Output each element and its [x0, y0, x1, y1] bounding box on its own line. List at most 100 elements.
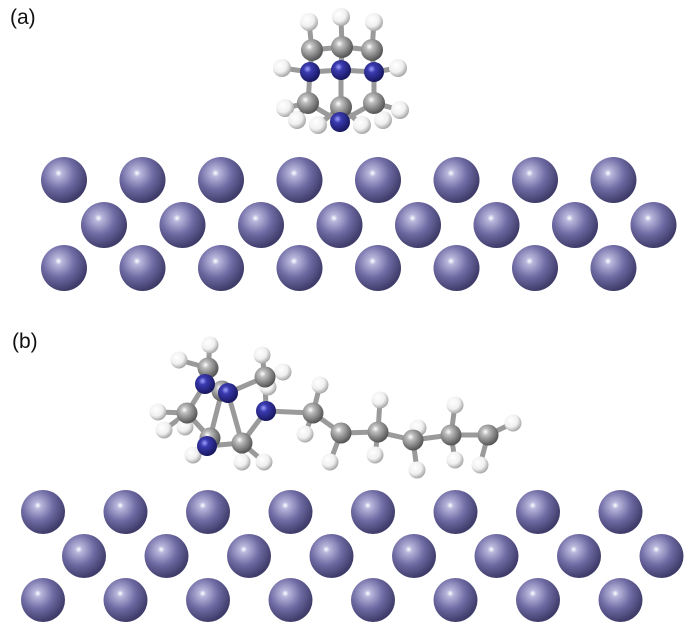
nitrogen-atom: [300, 62, 320, 82]
hydrogen-atom: [233, 453, 251, 471]
hydrogen-atom: [371, 391, 389, 409]
substrate-atom: [557, 534, 601, 578]
substrate-atom: [238, 202, 284, 248]
carbon-atom: [477, 424, 499, 446]
molecule-b: [149, 336, 522, 479]
carbon-atom: [331, 36, 353, 58]
nitrogen-atom: [256, 401, 276, 421]
hydrogen-atom: [170, 351, 188, 369]
substrate-atom: [198, 157, 244, 203]
carbon-atom: [176, 402, 198, 424]
hydrogen-atom: [311, 376, 329, 394]
substrate-atom: [186, 490, 230, 534]
substrate-atom: [516, 578, 560, 622]
substrate-atom: [630, 202, 677, 248]
substrate-atom: [41, 157, 87, 203]
hydrogen-atom: [391, 101, 409, 119]
substrate-slab-b: [21, 490, 684, 622]
hydrogen-atom: [276, 99, 294, 117]
hydrogen-atom: [288, 111, 306, 129]
substrate-atom: [512, 157, 558, 203]
hydrogen-atom: [321, 453, 339, 471]
substrate-atom: [276, 245, 323, 291]
hydrogen-atom: [504, 414, 522, 432]
hydrogen-atom: [471, 456, 489, 474]
substrate-atom: [268, 578, 313, 622]
substrate-atom: [81, 202, 127, 248]
nitrogen-atom: [197, 436, 217, 456]
panel-label-a: (a): [10, 6, 36, 29]
substrate-atom: [276, 157, 323, 203]
substrate-atom: [103, 490, 148, 534]
hydrogen-atom: [408, 461, 426, 479]
nitrogen-atom: [195, 374, 215, 394]
substrate-atom: [119, 157, 166, 203]
carbon-atom: [330, 422, 352, 444]
hydrogen-atom: [255, 453, 273, 471]
hydrogen-atom: [366, 446, 384, 464]
substrate-atom: [355, 245, 401, 291]
nitrogen-atom: [364, 62, 384, 82]
hydrogen-atom: [300, 13, 318, 31]
nitrogen-atom: [331, 60, 351, 80]
hydrogen-atom: [201, 336, 219, 354]
hydrogen-atom: [309, 116, 327, 134]
hydrogen-atom: [274, 363, 292, 381]
substrate-atom: [473, 202, 520, 248]
hydrogen-atom: [253, 346, 271, 364]
substrate-atom: [62, 534, 106, 578]
hydrogen-atom: [446, 451, 464, 469]
carbon-atom: [301, 39, 323, 61]
hydrogen-atom: [374, 111, 392, 129]
substrate-atom: [351, 490, 395, 534]
substrate-atom: [433, 578, 478, 622]
hydrogen-atom: [389, 59, 407, 77]
hydrogen-atom: [149, 403, 167, 421]
substrate-atom: [309, 534, 354, 578]
substrate-atom: [316, 202, 363, 248]
nitrogen-atom: [218, 383, 238, 403]
substrate-atom: [512, 245, 558, 291]
substrate-atom: [639, 534, 684, 578]
carbon-atom: [402, 429, 424, 451]
substrate-atom: [395, 202, 441, 248]
substrate-atom: [552, 202, 598, 248]
substrate-atom: [433, 490, 478, 534]
substrate-atom: [119, 245, 166, 291]
substrate-atom: [598, 490, 643, 534]
substrate-atom: [41, 245, 87, 291]
substrate-atom: [392, 534, 436, 578]
hydrogen-atom: [296, 425, 314, 443]
hydrogen-atom: [353, 116, 371, 134]
substrate-atom: [433, 245, 480, 291]
carbon-atom: [197, 357, 219, 379]
molecule-a: [273, 8, 409, 134]
panel-label-b: (b): [12, 330, 38, 353]
substrate-atom: [268, 490, 313, 534]
substrate-atom: [598, 578, 643, 622]
substrate-atom: [159, 202, 206, 248]
substrate-atom: [21, 490, 65, 534]
substrate-atom: [590, 157, 637, 203]
substrate-atom: [186, 578, 230, 622]
substrate-atom: [355, 157, 401, 203]
substrate-atom: [103, 578, 148, 622]
hydrogen-atom: [365, 13, 383, 31]
substrate-atom: [516, 490, 560, 534]
nitrogen-atom: [330, 112, 350, 132]
substrate-atom: [590, 245, 637, 291]
carbon-atom: [297, 92, 319, 114]
substrate-atom: [144, 534, 189, 578]
carbon-atom: [330, 96, 352, 118]
hydrogen-atom: [184, 446, 202, 464]
substrate-atom: [433, 157, 480, 203]
carbon-atom: [440, 424, 462, 446]
hydrogen-atom: [273, 59, 291, 77]
carbon-atom: [254, 366, 276, 388]
carbon-atom: [367, 421, 389, 443]
carbon-atom: [302, 402, 324, 424]
substrate-slab-a: [41, 157, 677, 291]
carbon-atom: [363, 92, 385, 114]
substrate-atom: [227, 534, 271, 578]
